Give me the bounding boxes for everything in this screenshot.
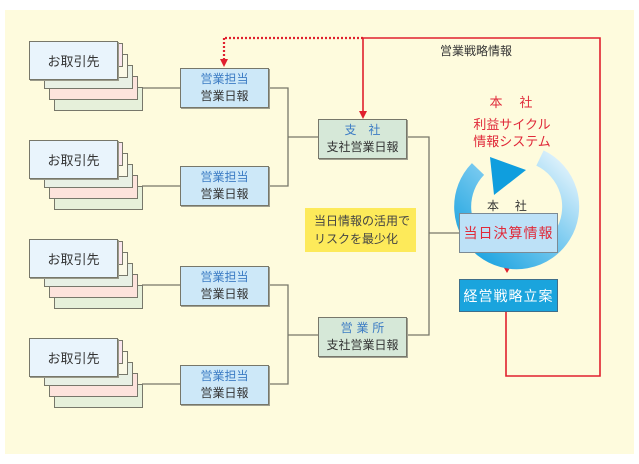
arrowhead-branch — [359, 111, 367, 119]
sales-rep-box[interactable]: 営業担当 営業日報 — [180, 365, 269, 405]
cycle-title: 本 社 — [489, 96, 535, 111]
sales-office-box[interactable]: 営 業 所 支社営業日報 — [318, 317, 407, 357]
strategy-feedback-line — [362, 37, 601, 377]
cycle-ring — [454, 150, 580, 270]
sales-rep-box[interactable]: 営業担当 営業日報 — [180, 266, 269, 306]
headquarters-label: 本 社 — [487, 199, 533, 213]
risk-note: 当日情報の活用で リスクを最少化 — [305, 208, 416, 252]
strategy-info-label: 営業戦略情報 — [440, 44, 513, 58]
cycle-line1: 利益サイクル — [473, 118, 551, 133]
cycle-arrowhead-icon — [490, 157, 526, 195]
client-card[interactable]: お取引先 — [29, 239, 118, 278]
arrowhead-rep — [220, 59, 228, 67]
strategy-planning-box[interactable]: 経営戦略立案 — [459, 279, 558, 312]
sales-rep-box[interactable]: 営業担当 営業日報 — [180, 166, 269, 206]
daily-settlement-box[interactable]: 当日決算情報 — [459, 213, 558, 253]
bracket-hq — [407, 136, 430, 336]
cycle-line2: 情報システム — [473, 135, 551, 150]
client-card[interactable]: お取引先 — [29, 140, 118, 179]
sales-rep-box[interactable]: 営業担当 営業日報 — [180, 68, 269, 108]
bracket-branch1 — [269, 87, 289, 187]
bracket-branch2 — [269, 284, 289, 385]
client-card[interactable]: お取引先 — [29, 338, 118, 377]
client-card[interactable]: お取引先 — [29, 41, 118, 80]
branch-office-box[interactable]: 支 社 支社営業日報 — [318, 119, 407, 159]
